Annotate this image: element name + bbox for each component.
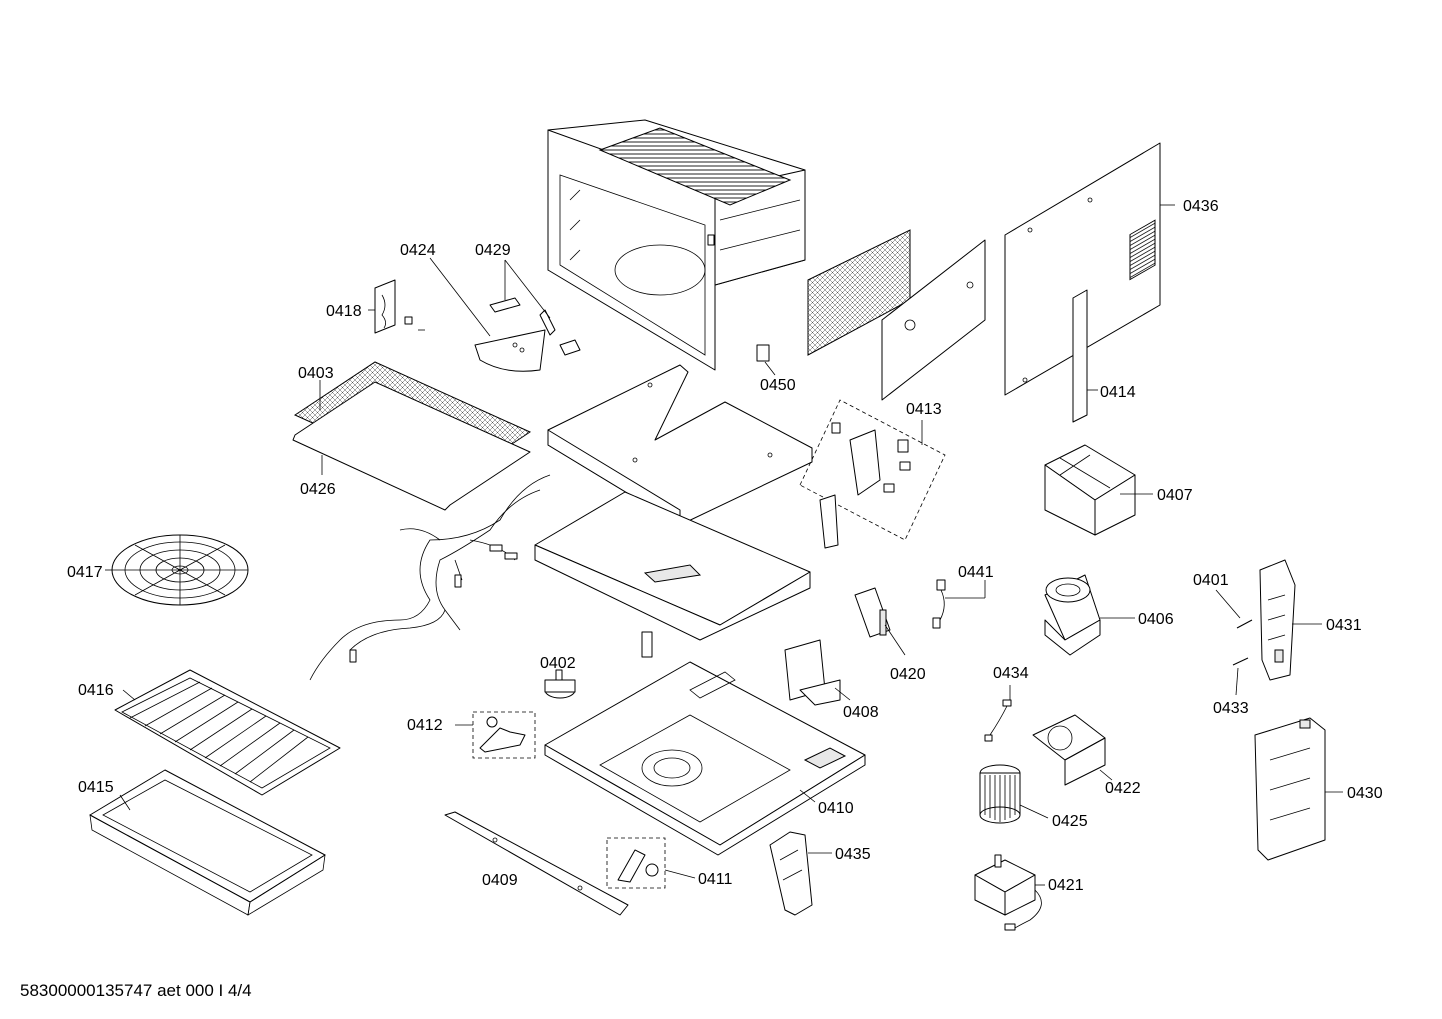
part-0409-rail: 0409 (444, 811, 629, 916)
label-0420: 0420 (890, 666, 926, 683)
part-0401-pin: 0401 (1193, 572, 1253, 629)
label-0407: 0407 (1157, 487, 1193, 504)
label-0409: 0409 (482, 872, 518, 889)
part-0431-control-board: 0431 (1259, 559, 1362, 681)
label-0416: 0416 (78, 682, 114, 699)
part-0410-base-plate: 0410 (544, 661, 866, 856)
part-0424-stirrer-cover: 0424 (400, 242, 546, 372)
part-0411-hinge: 0411 (606, 837, 733, 889)
part-0421-motor: 0421 (974, 854, 1084, 931)
label-0417: 0417 (67, 564, 103, 581)
label-0421: 0421 (1048, 877, 1084, 894)
label-0424: 0424 (400, 242, 436, 259)
oven-cavity-frame (547, 119, 806, 371)
label-0415: 0415 (78, 779, 114, 796)
part-0412-hinge: 0412 (407, 711, 536, 759)
part-0415-baking-tray: 0415 (78, 769, 326, 916)
label-0401: 0401 (1193, 572, 1229, 589)
label-0435: 0435 (835, 846, 871, 863)
label-0431: 0431 (1326, 617, 1362, 634)
part-0408-bracket: 0408 (784, 639, 879, 721)
label-0433: 0433 (1213, 700, 1249, 717)
part-0425-blower-wheel: 0425 (979, 764, 1088, 830)
label-0412: 0412 (407, 717, 443, 734)
part-0434-wire: 0434 (984, 665, 1029, 742)
part-0407-housing: 0407 (1044, 444, 1193, 536)
part-0414-strip: 0414 (1072, 289, 1136, 423)
part-0433-pin: 0433 (1213, 657, 1249, 717)
label-0450: 0450 (760, 377, 796, 394)
label-0426: 0426 (300, 481, 336, 498)
label-0429: 0429 (475, 242, 511, 259)
label-0402: 0402 (540, 655, 576, 672)
label-0411: 0411 (698, 871, 733, 888)
label-0441: 0441 (958, 564, 994, 581)
part-0430-power-board: 0430 (1254, 717, 1383, 861)
side-plate (881, 239, 986, 401)
part-0413-bracket-group: 0413 (799, 399, 946, 549)
part-0450-clip: 0450 (756, 344, 796, 394)
part-0429-clips: 0429 (475, 242, 581, 356)
label-0425: 0425 (1052, 813, 1088, 830)
label-0408: 0408 (843, 704, 879, 721)
label-0406: 0406 (1138, 611, 1174, 628)
part-0416-grill-rack: 0416 (78, 669, 341, 796)
label-0430: 0430 (1347, 785, 1383, 802)
part-0406-fan-housing: 0406 (1044, 574, 1174, 656)
label-0414: 0414 (1100, 384, 1136, 401)
footer-document-id: 58300000135747 aet 000 I 4/4 (20, 981, 252, 1000)
part-0422-bracket: 0422 (1032, 714, 1141, 797)
label-0418: 0418 (326, 303, 362, 320)
part-0435-duct: 0435 (769, 831, 871, 916)
part-0436-back-panel: 0436 (1004, 142, 1219, 396)
label-0413: 0413 (906, 401, 942, 418)
label-0403: 0403 (298, 365, 334, 382)
label-0434: 0434 (993, 665, 1029, 682)
label-0410: 0410 (818, 800, 854, 817)
part-0441-sensor: 0441 (932, 564, 994, 629)
part-0426-tray: 0426 (292, 381, 531, 511)
label-0422: 0422 (1105, 780, 1141, 797)
part-0418-bracket: 0418 (326, 279, 425, 334)
drip-tray (534, 491, 811, 658)
wiring-harness (309, 474, 551, 681)
part-0402-motor: 0402 (540, 655, 576, 699)
part-0417-fan-guard: 0417 (67, 534, 249, 606)
label-0436: 0436 (1183, 198, 1219, 215)
part-0420-board: 0420 (854, 587, 926, 683)
